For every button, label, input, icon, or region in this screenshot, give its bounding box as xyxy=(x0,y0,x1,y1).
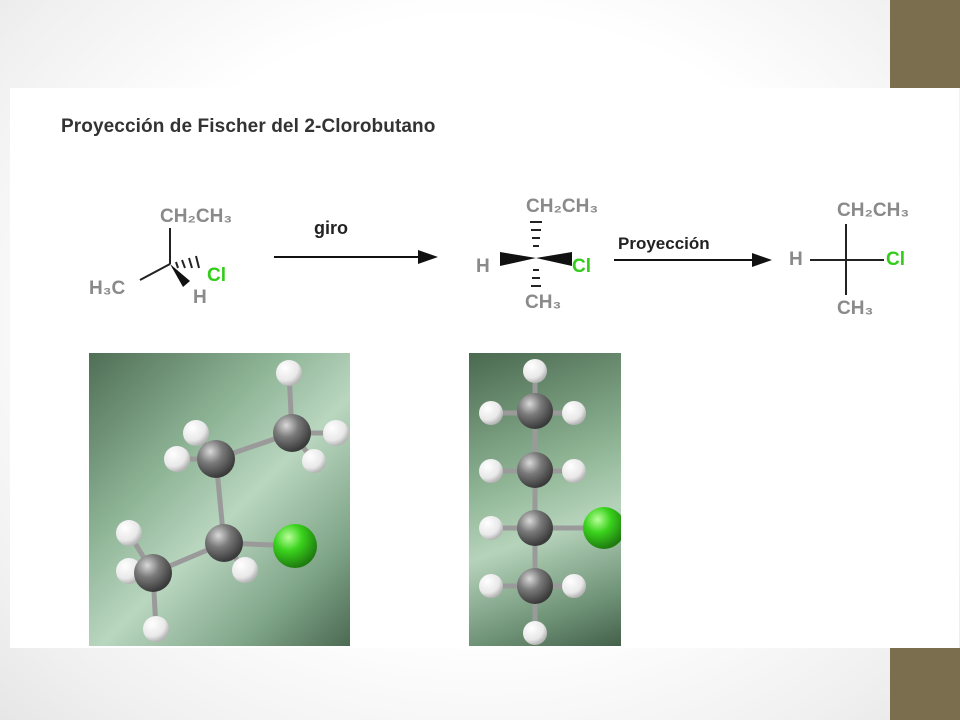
fischer-bottom-group: CH₃ xyxy=(837,298,873,319)
arrow-giro: giro xyxy=(274,218,438,264)
accent-bar-top xyxy=(890,0,960,88)
sawhorse-left-group: H xyxy=(476,256,490,277)
wedge-left-bond xyxy=(500,252,536,266)
fischer-top-group: CH₂CH₃ xyxy=(837,200,909,221)
bond-left xyxy=(139,263,171,281)
sawhorse-structure: CH₂CH₃ H Cl CH₃ xyxy=(476,196,598,313)
molecular-model-vertical xyxy=(469,353,621,646)
wedge-right-bond xyxy=(536,252,572,266)
wedge-structure: CH₂CH₃ H₃C H Cl xyxy=(89,206,232,308)
ball-and-stick-image-2 xyxy=(479,359,621,645)
accent-bar-bottom xyxy=(890,648,960,720)
arrow-proyeccion-label: Proyección xyxy=(618,234,710,253)
sawhorse-right-group: Cl xyxy=(572,256,591,277)
sawhorse-bottom-group: CH₃ xyxy=(525,292,561,313)
fischer-structure: CH₂CH₃ H Cl CH₃ xyxy=(789,200,909,319)
wedge-left-group: H₃C xyxy=(89,278,126,299)
sawhorse-top-group: CH₂CH₃ xyxy=(526,196,598,217)
slide-title: Proyección de Fischer del 2-Clorobutano xyxy=(61,116,436,137)
fischer-right-group: Cl xyxy=(886,249,905,270)
fischer-left-group: H xyxy=(789,249,803,270)
wedge-top-group: CH₂CH₃ xyxy=(160,206,232,227)
wedge-right-group: Cl xyxy=(207,265,226,286)
arrow-proyeccion: Proyección xyxy=(614,234,772,267)
wedge-bottom-group: H xyxy=(193,287,207,308)
dash-bond xyxy=(175,255,200,269)
molecular-model-staggered xyxy=(89,353,350,646)
ball-and-stick-image-1 xyxy=(116,360,349,642)
wedge-bond xyxy=(170,264,190,287)
dash-vertical xyxy=(530,221,542,287)
arrow-giro-label: giro xyxy=(314,218,348,238)
